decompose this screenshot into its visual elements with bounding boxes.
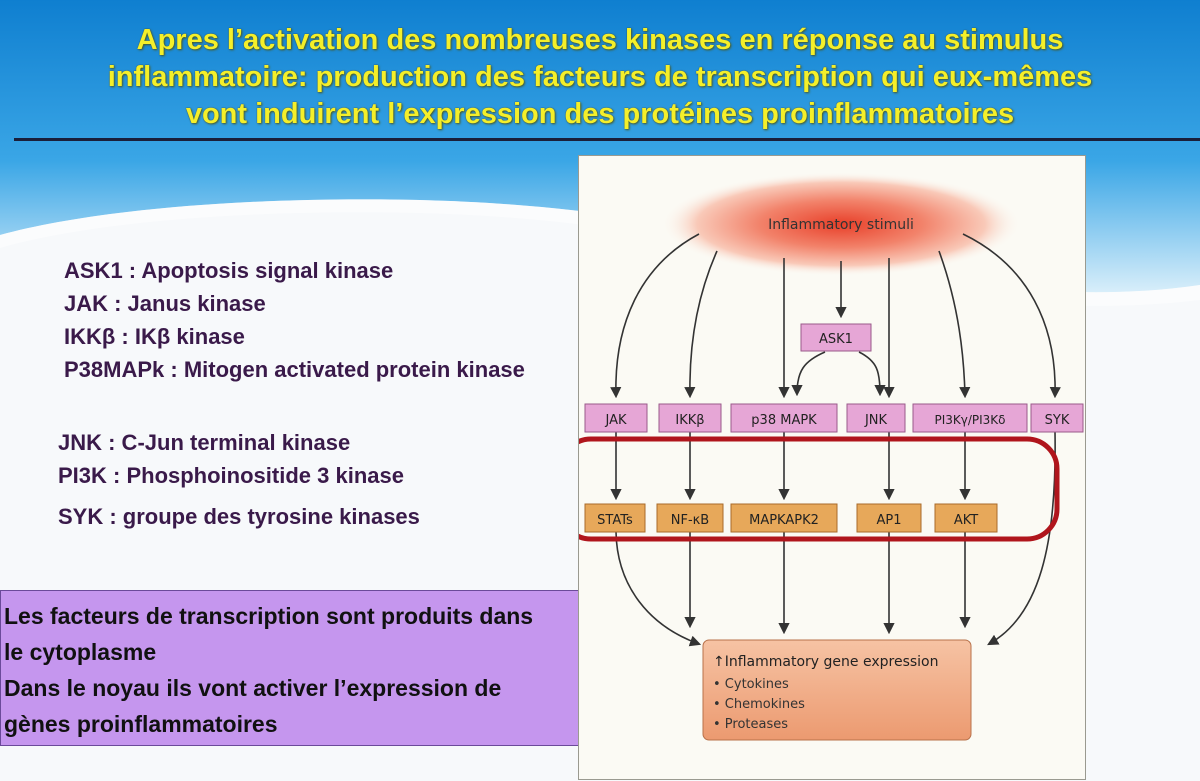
gene-expression-title: ↑Inflammatory gene expression	[713, 654, 938, 670]
slide-title: Apres l’activation des nombreuses kinase…	[30, 22, 1170, 133]
node-p38mapk-label: p38 MAPK	[751, 413, 817, 428]
pathway-diagram-panel: Inflammatory stimuli	[558, 155, 1086, 780]
note-box: Les facteurs de transcription sont produ…	[0, 590, 614, 746]
node-nfkb	[656, 503, 724, 533]
arrow-stimulus-ikkb	[684, 250, 718, 399]
output-item-chemokines: • Chemokines	[713, 697, 805, 712]
node-stats-label: STATs	[597, 513, 633, 528]
stimulus-label: Inflammatory stimuli	[768, 217, 914, 233]
node-stats	[584, 503, 646, 533]
glossary-jnk: JNK : C-Jun terminal kinase	[58, 430, 351, 455]
node-syk	[1030, 403, 1084, 433]
pathway-diagram: Inflammatory stimuli	[558, 172, 1084, 741]
arrow-stats-output	[615, 531, 702, 647]
arrow-stimulus-syk	[962, 233, 1061, 399]
note-line-4: gènes proinflammatoires	[4, 711, 278, 737]
node-ask1-label: ASK1	[819, 332, 853, 347]
glossary-ask1: ASK1 : Apoptosis signal kinase	[64, 258, 394, 283]
kinase-row: JAK IKKβ p38 MAPK JNK PI3Kγ/PI3Kδ SYK	[584, 403, 1084, 433]
node-akt	[934, 503, 998, 533]
glossary-jak: JAK : Janus kinase	[64, 291, 266, 316]
title-line-2: inflammatoire: production des facteurs d…	[107, 61, 1093, 93]
glossary-ikkb: IKKβ : IKβ kinase	[64, 324, 245, 349]
node-ap1	[856, 503, 922, 533]
node-jnk-label: JNK	[864, 413, 888, 428]
output-item-cytokines: • Cytokines	[713, 677, 789, 692]
transcription-factor-row: STATs NF-κB MAPKAPK2 AP1 AKT	[584, 503, 998, 533]
output-item-proteases: • Proteases	[713, 717, 788, 732]
gene-expression-box: ↑Inflammatory gene expression • Cytokine…	[702, 639, 972, 741]
arrow-ask1-jnk	[858, 351, 886, 397]
note-line-1: Les facteurs de transcription sont produ…	[4, 603, 534, 629]
stimulus-glow	[661, 172, 1021, 276]
arrow-stimulus-jak	[610, 233, 700, 399]
arrow-stimulus-pi3k	[938, 250, 971, 399]
title-line-3: vont induirent l’expression des protéine…	[185, 98, 1015, 130]
title-line-1: Apres l’activation des nombreuses kinase…	[136, 24, 1064, 56]
node-jnk	[846, 403, 906, 433]
node-ap1-label: AP1	[876, 513, 901, 528]
node-jak-label: JAK	[604, 413, 626, 428]
node-pi3k	[912, 403, 1028, 433]
node-ask1: ASK1	[800, 323, 872, 352]
node-nfkb-label: NF-κB	[671, 513, 709, 528]
node-jak	[584, 403, 648, 433]
node-pi3k-label: PI3Kγ/PI3Kδ	[934, 413, 1005, 427]
node-akt-label: AKT	[954, 513, 978, 528]
glossary-pi3k: PI3K : Phosphoinositide 3 kinase	[58, 463, 404, 488]
node-mapkapk2	[730, 503, 838, 533]
note-line-2: le cytoplasme	[4, 639, 157, 665]
node-p38mapk	[730, 403, 838, 433]
note-line-3: Dans le noyau ils vont activer l’express…	[4, 675, 502, 701]
glossary-p38mapk: P38MAPk : Mitogen activated protein kina…	[64, 357, 525, 382]
node-mapkapk2-label: MAPKAPK2	[749, 513, 819, 528]
arrow-ask1-p38	[791, 351, 826, 397]
node-ikkb-label: IKKβ	[675, 413, 704, 428]
glossary-syk: SYK : groupe des tyrosine kinases	[58, 504, 420, 529]
node-syk-label: SYK	[1045, 413, 1070, 428]
node-ikkb	[658, 403, 722, 433]
title-divider	[14, 138, 1200, 141]
